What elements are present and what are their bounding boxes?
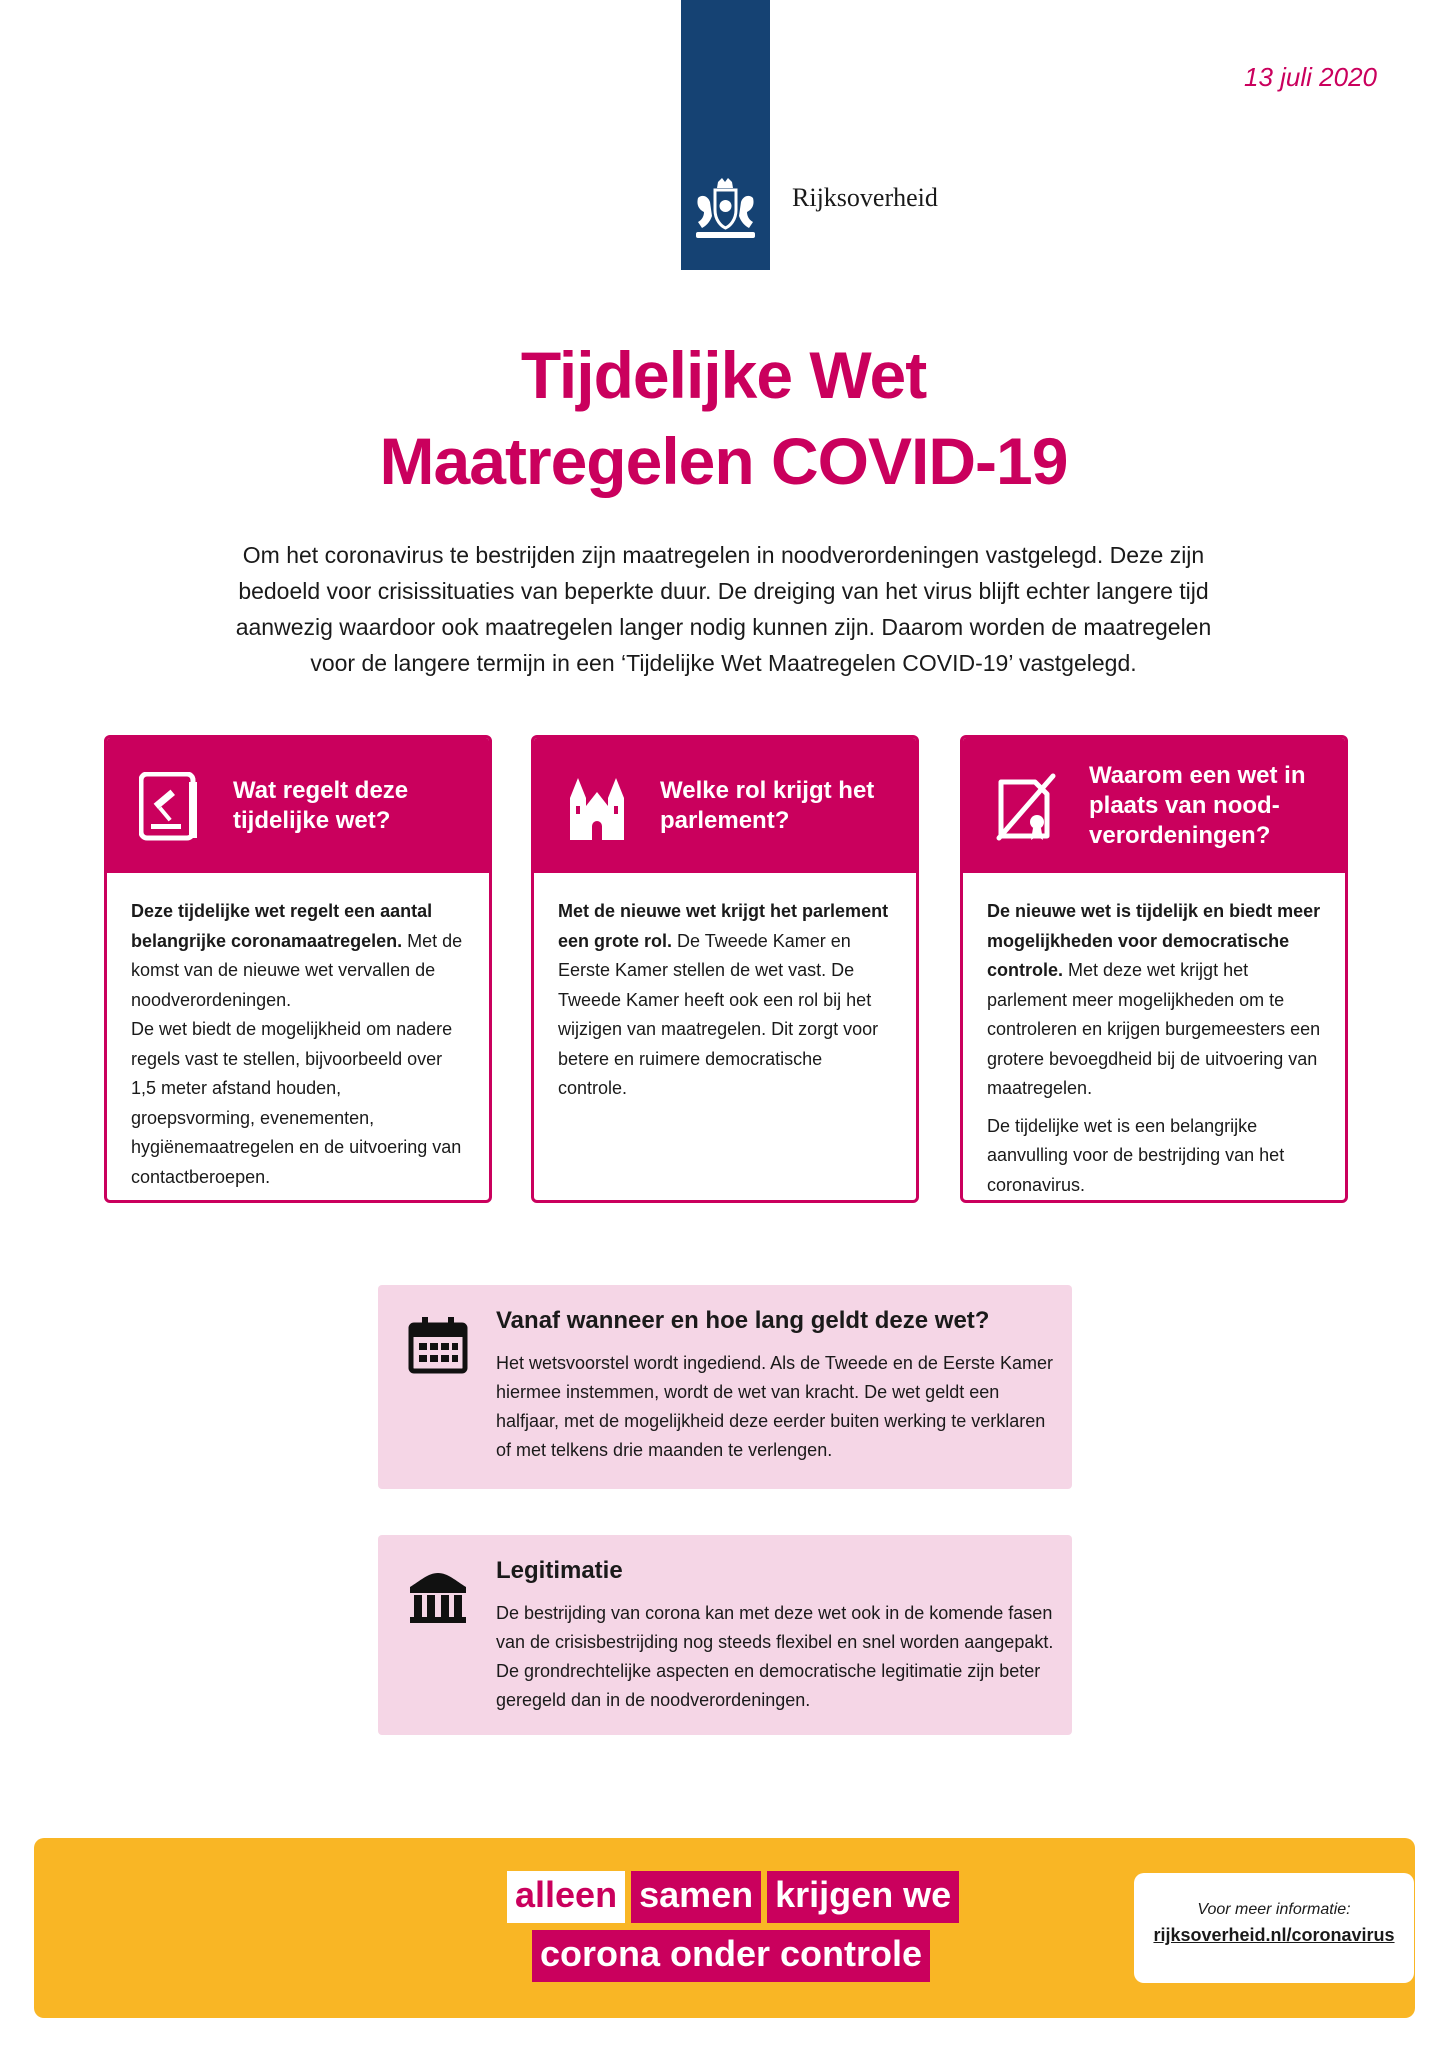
card-parliament: Welke rol krijgt het parlement? Met de n… — [531, 735, 919, 1203]
title-line-1: Tijdelijke Wet — [520, 338, 927, 412]
slogan-line-1: alleen samen krijgen we — [507, 1871, 960, 1923]
slogan-word-krijgen-we: krijgen we — [767, 1871, 960, 1923]
card-title: Waarom een wet in plaats van nood-verord… — [1089, 761, 1306, 849]
info-title: Vanaf wanneer en hoe lang geldt deze wet… — [496, 1307, 990, 1334]
card-body: De nieuwe wet is tijdelijk en biedt meer… — [963, 873, 1345, 1200]
more-info-link[interactable]: rijksoverheid.nl/coronavirus — [1153, 1925, 1395, 1945]
parliament-building-icon — [570, 778, 624, 840]
government-building-icon — [410, 1573, 466, 1623]
calendar-icon — [408, 1317, 468, 1374]
info-box-duration: Vanaf wanneer en hoe lang geldt deze wet… — [378, 1285, 1072, 1489]
more-info-box: Voor meer informatie: rijksoverheid.nl/c… — [1134, 1873, 1414, 1983]
title-line-2: Maatregelen COVID-19 — [379, 424, 1069, 498]
slogan-corona-onder-controle: corona onder controle — [532, 1930, 931, 1982]
intro-paragraph: Om het coronavirus te bestrijden zijn ma… — [235, 542, 1212, 676]
card-header: Wat regelt deze tijdelijke wet? — [107, 738, 489, 873]
card-what: Wat regelt deze tijdelijke wet? Deze tij… — [104, 735, 492, 1203]
card-text-2: De tijdelijke wet is een belangrijke aan… — [987, 1115, 1285, 1195]
card-why: Waarom een wet in plaats van nood-verord… — [960, 735, 1348, 1203]
slogan-line-2: corona onder controle — [532, 1930, 931, 1982]
card-body: Met de nieuwe wet krijgt het parlement e… — [534, 873, 916, 1104]
publication-date: 13 juli 2020 — [1244, 62, 1377, 92]
card-title: Wat regelt deze tijdelijke wet? — [233, 776, 409, 834]
footer-banner: alleen samen krijgen we corona onder con… — [34, 1838, 1415, 2018]
crossed-document-icon — [996, 773, 1056, 841]
card-text: Met de komst van de nieuwe wet vervallen… — [131, 930, 463, 1010]
info-text: Het wetsvoorstel wordt ingediend. Als de… — [496, 1353, 1053, 1460]
info-text: De bestrijding van corona kan met deze w… — [496, 1603, 1054, 1710]
slogan-word-samen: samen — [631, 1871, 762, 1923]
logo-bar — [681, 0, 770, 270]
card-lead: Met de nieuwe wet krijgt het parlement e… — [558, 901, 889, 951]
info-box-legitimation: Legitimatie De bestrijding van corona ka… — [378, 1535, 1072, 1735]
card-header: Waarom een wet in plaats van nood-verord… — [963, 738, 1345, 873]
more-info-label: Voor meer informatie: — [1197, 1901, 1351, 1918]
card-text-2: De wet biedt de mogelijkheid om nadere r… — [131, 1019, 462, 1187]
card-title: Welke rol krijgt het parlement? — [660, 776, 875, 834]
law-book-icon — [139, 772, 197, 841]
card-lead: Deze tijdelijke wet regelt een aantal be… — [131, 901, 433, 951]
logo-text: Rijksoverheid — [792, 183, 938, 212]
page-title: Tijdelijke Wet Maatregelen COVID-19 — [0, 332, 1447, 504]
card-lead: De nieuwe wet is tijdelijk en biedt meer… — [987, 901, 1321, 980]
card-text: Met deze wet krijgt het parlement meer m… — [987, 960, 1321, 1098]
card-header: Welke rol krijgt het parlement? — [534, 738, 916, 873]
slogan-word-alleen: alleen — [507, 1871, 626, 1923]
info-title: Legitimatie — [496, 1557, 623, 1584]
card-text: De Tweede Kamer en Eerste Kamer stellen … — [558, 930, 879, 1099]
coat-of-arms-icon — [696, 178, 755, 238]
card-body: Deze tijdelijke wet regelt een aantal be… — [107, 873, 489, 1192]
